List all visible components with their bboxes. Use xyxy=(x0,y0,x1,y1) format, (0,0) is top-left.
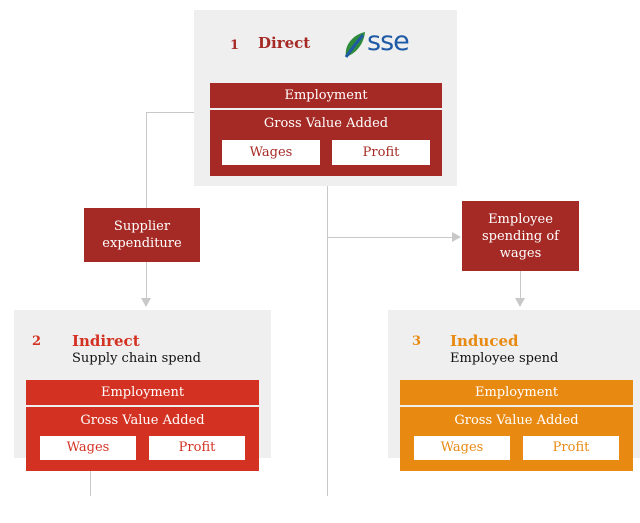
arrow-to-employee-spending xyxy=(452,232,461,242)
indirect-employment-bar: Employment xyxy=(26,380,259,405)
connector-to-employee xyxy=(327,237,452,238)
connector-direct-left xyxy=(146,112,194,113)
induced-panel: 3 Induced Employee spend Employment Gros… xyxy=(388,310,640,471)
employee-line-3: wages xyxy=(499,245,542,261)
induced-title: Induced xyxy=(450,332,519,350)
direct-number: 1 xyxy=(230,38,240,53)
direct-profit-pill: Profit xyxy=(332,140,430,165)
indirect-number: 2 xyxy=(32,334,42,349)
supplier-line-2: expenditure xyxy=(102,236,182,251)
arrow-to-indirect xyxy=(141,298,151,307)
supplier-line-1: Supplier xyxy=(113,219,171,234)
sse-logo-text: sse xyxy=(367,26,410,57)
supplier-expenditure-box: Supplier expenditure xyxy=(84,208,200,262)
induced-gva-box: Gross Value Added Wages Profit xyxy=(400,407,633,471)
indirect-subtitle: Supply chain spend xyxy=(72,351,202,366)
induced-profit-pill: Profit xyxy=(523,436,619,460)
connector-left-vertical xyxy=(146,112,147,300)
induced-employment-bar: Employment xyxy=(400,380,633,405)
induced-wages-pill: Wages xyxy=(414,436,510,460)
indirect-gva-label: Gross Value Added xyxy=(80,413,205,428)
connector-center-vertical xyxy=(327,186,328,496)
indirect-profit-pill: Profit xyxy=(149,436,245,460)
sse-logo: sse xyxy=(342,26,422,62)
connector-employee-down xyxy=(520,270,521,300)
induced-subtitle: Employee spend xyxy=(450,351,559,366)
direct-panel: 1 Direct sse Employment Gross Value Adde… xyxy=(194,10,457,186)
direct-wages-pill: Wages xyxy=(222,140,320,165)
indirect-wages-pill: Wages xyxy=(40,436,136,460)
indirect-title: Indirect xyxy=(72,332,140,350)
employee-line-2: spending of xyxy=(481,228,559,244)
employee-spending-box: Employee spending of wages xyxy=(462,201,579,271)
direct-title: Direct xyxy=(258,34,311,52)
direct-employment-bar: Employment xyxy=(210,83,442,108)
employee-line-1: Employee xyxy=(488,211,553,227)
induced-gva-label: Gross Value Added xyxy=(454,413,579,428)
direct-gva-box: Gross Value Added Wages Profit xyxy=(210,110,442,176)
connector-indirect-down xyxy=(90,458,91,496)
indirect-gva-box: Gross Value Added Wages Profit xyxy=(26,407,259,471)
sse-leaf-icon xyxy=(344,32,365,58)
indirect-panel: 2 Indirect Supply chain spend Employment… xyxy=(14,310,271,471)
direct-gva-label: Gross Value Added xyxy=(263,116,389,131)
induced-number: 3 xyxy=(412,334,422,349)
arrow-to-induced xyxy=(515,298,525,307)
